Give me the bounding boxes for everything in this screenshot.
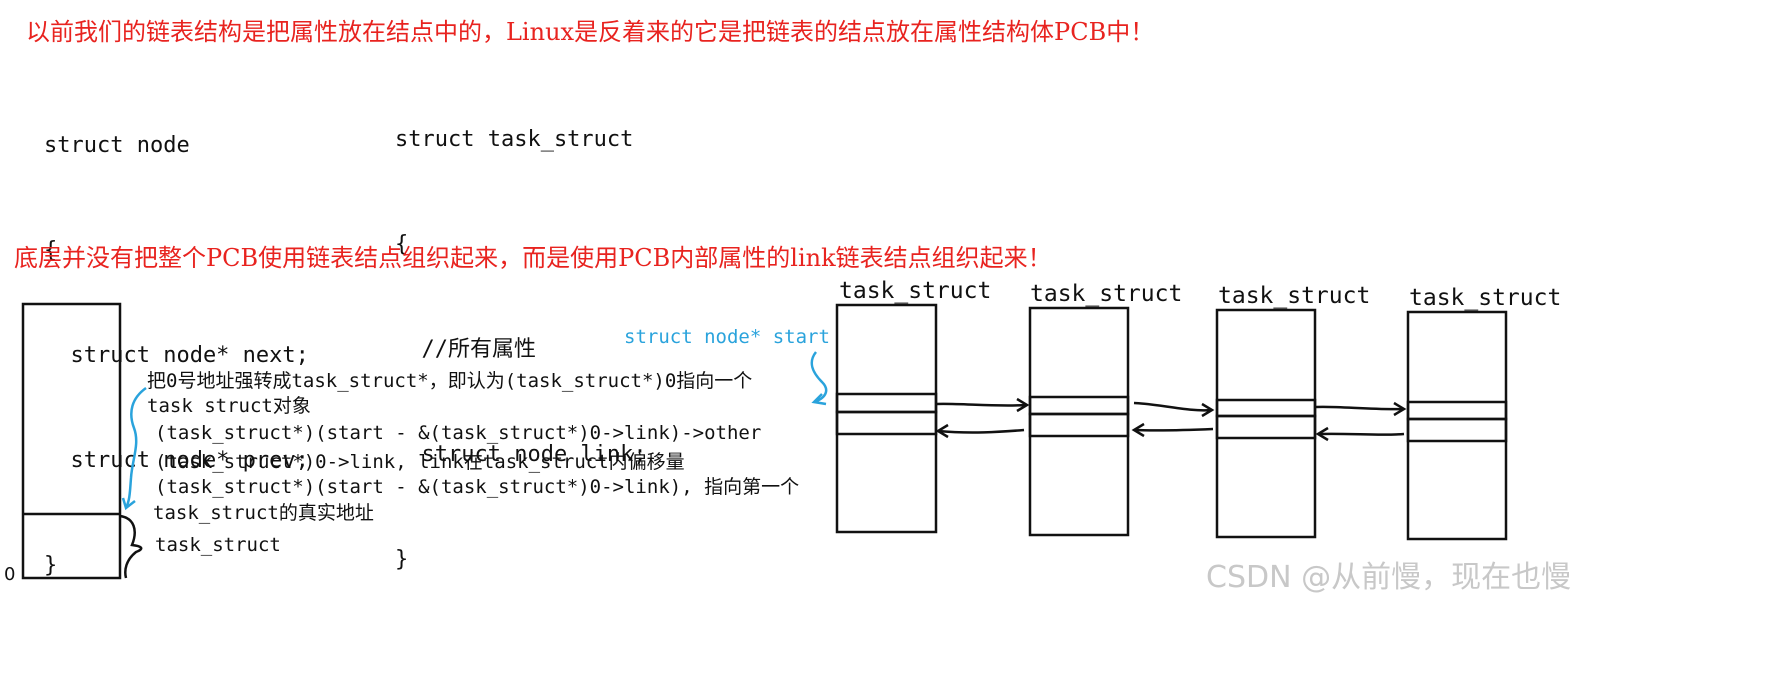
code-line: struct node link; <box>395 442 647 467</box>
code-line: { <box>395 232 409 257</box>
task-struct-region-label: task_struct <box>155 534 281 556</box>
task-box-title: task_struct <box>1030 281 1183 307</box>
next-arrow <box>935 402 1028 407</box>
start-pointer <box>810 351 828 404</box>
prev-arrow <box>937 428 1025 434</box>
address-zero-label: 0 <box>4 564 16 585</box>
next-arrow <box>1315 405 1405 411</box>
prev-arrow <box>1317 432 1405 436</box>
task-box-1 <box>835 303 938 534</box>
memory-column <box>21 302 122 580</box>
bottom-brace <box>119 514 143 579</box>
task-box-title: task_struct <box>1218 283 1371 309</box>
offset-pointer <box>124 386 147 509</box>
task-box-title: task_struct <box>1409 285 1562 311</box>
annotation-line-1: 把0号地址强转成task_struct*，即认为(task_struct*)0指… <box>147 370 753 392</box>
annotation-line-5: (task_struct*)(start - &(task_struct*)0-… <box>155 476 800 498</box>
middle-note: 底层并没有把整个PCB使用链表结点组织起来，而是使用PCB内部属性的link链表… <box>14 244 1052 272</box>
annotation-line-3: (task_struct*)(start - &(task_struct*)0-… <box>155 422 762 444</box>
next-arrow <box>1133 401 1213 412</box>
task-box-2 <box>1028 306 1130 537</box>
code-line: struct task_struct <box>395 127 634 152</box>
annotation-line-6: task_struct的真实地址 <box>153 502 374 524</box>
watermark: CSDN @从前慢，现在也慢 <box>1206 560 1572 595</box>
code-struct-node: struct node { struct node* next; struct … <box>44 58 309 618</box>
task-box-3 <box>1215 308 1317 539</box>
code-line: struct node <box>44 133 190 158</box>
code-struct-task: struct task_struct { //所有属性 struct node … <box>395 52 647 612</box>
annotation-line-4: (task_struct*)0->link, link在task_struct内… <box>155 451 685 473</box>
header-note: 以前我们的链表结构是把属性放在结点中的，Linux是反着来的它是把链表的结点放在… <box>26 18 1155 46</box>
code-line: struct node* next; <box>44 343 309 368</box>
start-label: struct node* start <box>624 326 830 348</box>
task-box-4 <box>1406 310 1508 541</box>
code-line: struct node* prev; <box>44 448 309 473</box>
annotation-line-2: task struct对象 <box>147 395 311 417</box>
code-line: //所有属性 <box>395 337 536 362</box>
code-line: } <box>395 547 409 572</box>
task-box-title: task_struct <box>839 278 992 304</box>
prev-arrow <box>1133 427 1214 432</box>
code-line: { <box>44 238 58 263</box>
code-line: } <box>44 553 58 578</box>
